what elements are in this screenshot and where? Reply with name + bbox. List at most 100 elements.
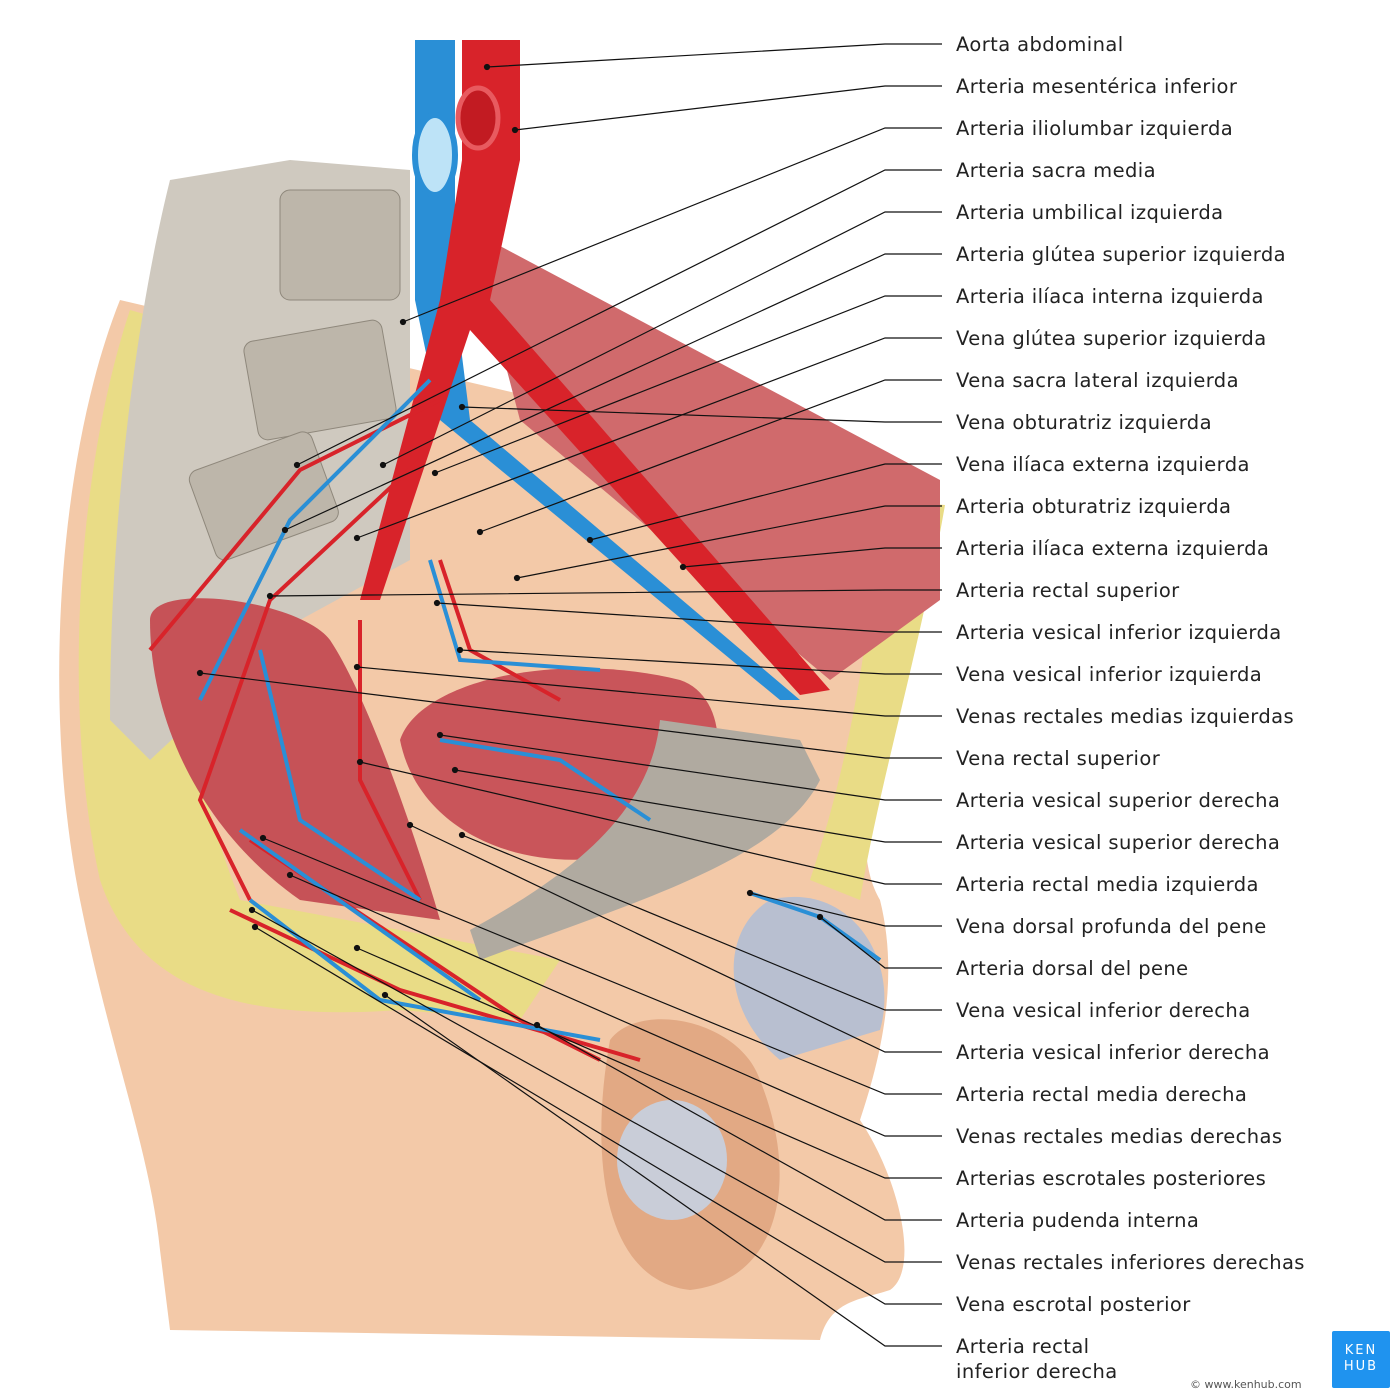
- testis: [617, 1100, 727, 1220]
- label-item: Vena glútea superior izquierda: [956, 327, 1267, 350]
- leader-dot: [816, 913, 824, 921]
- leader-line: [589, 463, 942, 541]
- leader-line: [284, 253, 942, 531]
- label-item: Arteria rectal media derecha: [956, 1083, 1248, 1106]
- label-item: Arteria vesical inferior izquierda: [956, 621, 1282, 644]
- leader-dot: [458, 403, 466, 411]
- leader-dot: [483, 63, 491, 71]
- label-item: Arteria dorsal del pene: [956, 957, 1189, 980]
- leader-dot: [196, 669, 204, 677]
- label-item: Vena escrotal posterior: [956, 1293, 1191, 1316]
- leader-dot: [381, 991, 389, 999]
- label-item: Vena obturatriz izquierda: [956, 411, 1212, 434]
- pubic-bone: [470, 720, 820, 960]
- inferior-vena-cava: [415, 40, 800, 700]
- label-item: Arteria vesical superior derecha: [956, 831, 1281, 854]
- aorta: [360, 40, 830, 695]
- label-item: Vena vesical inferior derecha: [956, 999, 1251, 1022]
- leader-line: [382, 211, 942, 466]
- leader-line: [819, 916, 942, 969]
- label-item: Arteria umbilical izquierda: [956, 201, 1224, 224]
- leader-line: [356, 666, 942, 717]
- leader-dot: [511, 126, 519, 134]
- label-item: Arteria obturatriz izquierda: [956, 495, 1232, 518]
- label-item: Venas rectales medias derechas: [956, 1125, 1283, 1148]
- leader-dot: [451, 766, 459, 774]
- leader-line: [296, 169, 942, 466]
- label-item: Arteria rectal inferior derecha: [956, 1335, 1118, 1383]
- leader-line: [409, 824, 942, 1053]
- leader-dot: [259, 834, 267, 842]
- leader-line: [199, 672, 942, 759]
- leader-dot: [456, 646, 464, 654]
- leader-line: [749, 892, 942, 927]
- leader-dot: [248, 906, 256, 914]
- label-item: Vena sacra lateral izquierda: [956, 369, 1239, 392]
- leader-line: [536, 1024, 942, 1221]
- leader-dot: [586, 536, 594, 544]
- leader-line: [514, 85, 942, 131]
- leader-line: [254, 926, 942, 1305]
- leader-dot: [746, 889, 754, 897]
- leader-line: [486, 43, 942, 68]
- leader-line: [682, 547, 942, 568]
- leader-dot: [286, 871, 294, 879]
- leader-dot: [353, 663, 361, 671]
- leader-line: [461, 406, 942, 423]
- copyright: © www.kenhub.com: [1190, 1378, 1302, 1391]
- fat-layer: [78, 310, 560, 1020]
- label-item: Arteria rectal superior: [956, 579, 1180, 602]
- leader-dot: [251, 923, 259, 931]
- leader-dot: [433, 599, 441, 607]
- leader-line: [454, 769, 942, 843]
- label-item: Arteria glútea superior izquierda: [956, 243, 1287, 266]
- leader-dot: [533, 1021, 541, 1029]
- leader-line: [479, 379, 942, 533]
- label-item: Venas rectales medias izquierdas: [956, 705, 1295, 728]
- logo-line1: KEN: [1344, 1343, 1378, 1358]
- leader-dot: [458, 831, 466, 839]
- label-item: Venas rectales inferiores derechas: [956, 1251, 1305, 1274]
- leader-dot: [281, 526, 289, 534]
- label-item: Arteria pudenda interna: [956, 1209, 1200, 1232]
- label-item: Arteria ilíaca externa izquierda: [956, 537, 1270, 560]
- kenhub-logo: KEN HUB: [1332, 1331, 1390, 1388]
- leader-line: [262, 837, 942, 1095]
- rectum: [150, 598, 440, 920]
- leader-dot: [379, 461, 387, 469]
- leader-dot: [513, 574, 521, 582]
- psoas-muscle: [470, 230, 940, 680]
- leader-line: [356, 947, 942, 1179]
- logo-line2: HUB: [1343, 1359, 1379, 1374]
- leader-dot: [353, 534, 361, 542]
- leader-line: [384, 994, 942, 1347]
- leader-lines: [196, 43, 942, 1347]
- label-item: Vena ilíaca externa izquierda: [956, 453, 1250, 476]
- label-item: Arterias escrotales posteriores: [956, 1167, 1267, 1190]
- leader-dot: [679, 563, 687, 571]
- leader-dot: [431, 469, 439, 477]
- label-item: Arteria iliolumbar izquierda: [956, 117, 1234, 140]
- leader-line: [289, 874, 942, 1137]
- label-item: Arteria sacra media: [956, 159, 1156, 182]
- label-item: Vena vesical inferior izquierda: [956, 663, 1263, 686]
- label-item: Arteria ilíaca interna izquierda: [956, 285, 1264, 308]
- label-item: Aorta abdominal: [956, 33, 1124, 56]
- label-item: Arteria mesentérica inferior: [956, 75, 1238, 98]
- leader-dot: [436, 731, 444, 739]
- leader-dot: [293, 461, 301, 469]
- leader-line: [402, 127, 942, 323]
- leader-line: [251, 909, 942, 1263]
- leader-line: [461, 834, 942, 1011]
- leader-line: [436, 602, 942, 633]
- leader-dot: [266, 592, 274, 600]
- leader-line: [439, 734, 942, 801]
- leader-line: [516, 505, 942, 579]
- label-item: Vena rectal superior: [956, 747, 1161, 770]
- leader-line: [356, 337, 942, 539]
- leader-dot: [406, 821, 414, 829]
- leader-dot: [353, 944, 361, 952]
- leader-line: [434, 295, 942, 474]
- label-item: Arteria rectal media izquierda: [956, 873, 1259, 896]
